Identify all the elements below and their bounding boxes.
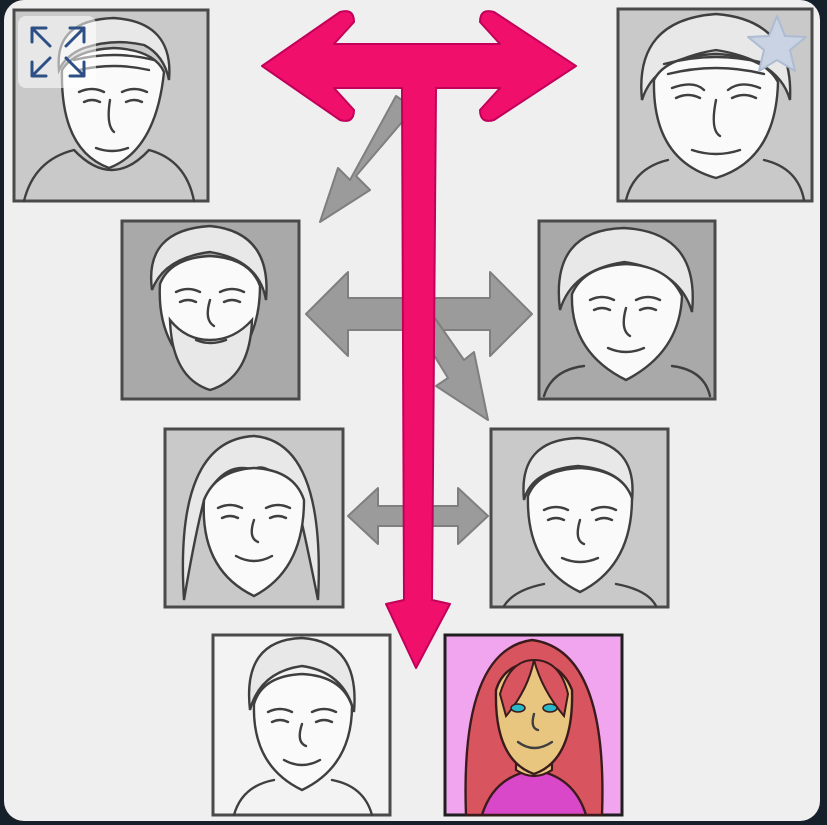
expand-button[interactable] bbox=[18, 16, 96, 88]
portrait-grandmother[interactable] bbox=[537, 219, 717, 401]
family-tree-canvas bbox=[12, 7, 814, 817]
portrait-father[interactable] bbox=[489, 427, 670, 609]
portrait-grandfather[interactable] bbox=[120, 219, 301, 401]
game-board bbox=[4, 0, 820, 821]
portrait-mother[interactable] bbox=[163, 427, 345, 609]
portrait-granddaughter[interactable] bbox=[443, 633, 624, 817]
lineage-arrow bbox=[261, 10, 577, 669]
expand-arrows-icon bbox=[30, 26, 86, 78]
portrait-grandson[interactable] bbox=[211, 633, 392, 817]
star-icon bbox=[747, 15, 807, 72]
favorite-button[interactable] bbox=[742, 10, 812, 80]
